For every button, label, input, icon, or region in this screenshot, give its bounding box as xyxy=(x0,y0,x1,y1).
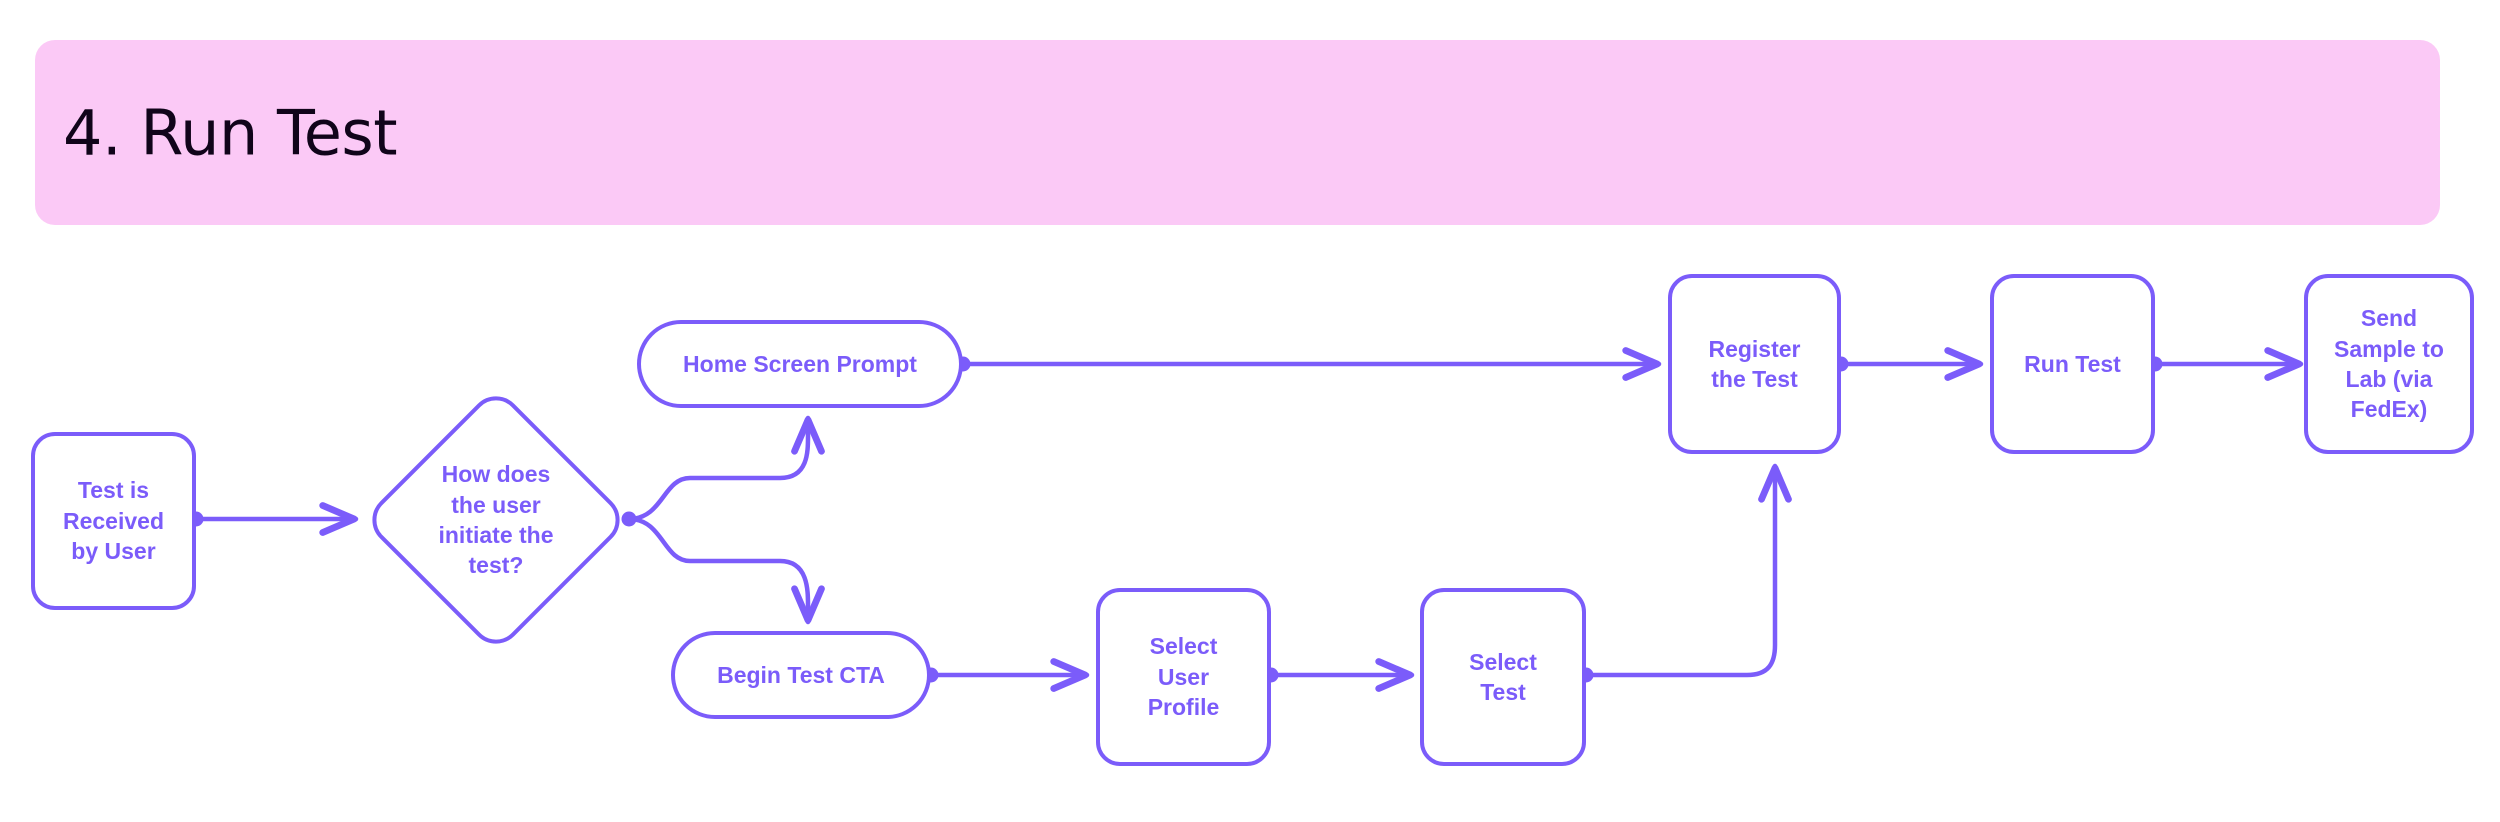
page-title: 4. Run Test xyxy=(63,96,398,169)
edge-how-initiate-to-home-prompt xyxy=(626,415,825,522)
node-home-prompt-label: Home Screen Prompt xyxy=(683,350,917,377)
node-how-initiate-label: How does the user initiate the test? xyxy=(438,461,554,579)
node-run-test-label: Run Test xyxy=(2024,350,2121,377)
node-begin-cta[interactable]: Begin Test CTA xyxy=(671,631,931,719)
node-select-profile-label: Select User Profile xyxy=(1147,633,1220,721)
node-begin-cta-label: Begin Test CTA xyxy=(717,661,885,688)
node-home-prompt[interactable]: Home Screen Prompt xyxy=(637,320,963,408)
edge-select-test-to-register-test xyxy=(1583,463,1792,678)
edge-junction-dot-how-initiate xyxy=(621,511,637,527)
node-select-test-label: Select Test xyxy=(1469,648,1537,705)
section-banner: 4. Run Test xyxy=(35,40,2440,225)
node-how-initiate[interactable]: How does the user initiate the test? xyxy=(361,385,631,655)
node-test-received-label: Test is Received by User xyxy=(62,477,164,565)
node-select-profile[interactable]: Select User Profile xyxy=(1096,588,1271,766)
edge-how-initiate-to-begin-cta xyxy=(626,516,825,625)
node-test-received[interactable]: Test is Received by User xyxy=(31,432,196,610)
node-send-sample[interactable]: Send Sample to Lab (via FedEx) xyxy=(2304,274,2474,454)
node-register-test-label: Register the Test xyxy=(1708,335,1801,392)
node-send-sample-label: Send Sample to Lab (via FedEx) xyxy=(2334,305,2444,423)
node-register-test[interactable]: Register the Test xyxy=(1668,274,1841,454)
node-select-test[interactable]: Select Test xyxy=(1420,588,1586,766)
node-run-test[interactable]: Run Test xyxy=(1990,274,2155,454)
